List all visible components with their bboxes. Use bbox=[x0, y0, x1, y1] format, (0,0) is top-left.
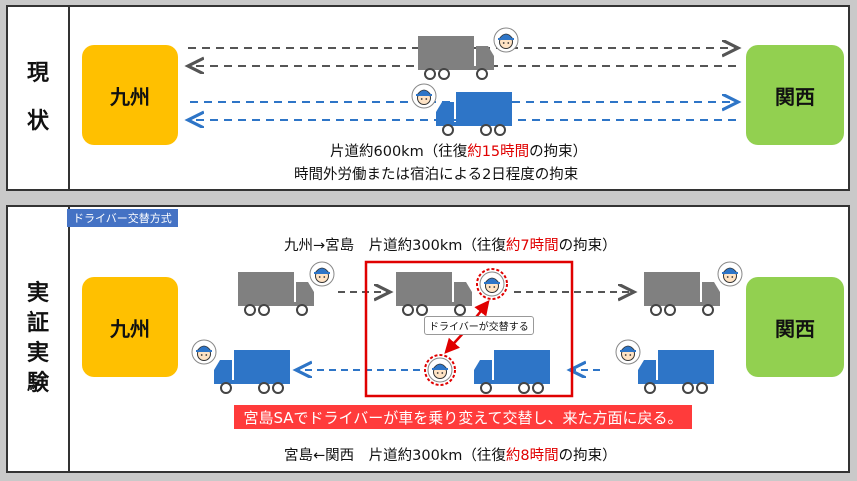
blue-truck-icon bbox=[213, 349, 291, 394]
swap-banner: 宮島SAでドライバーが車を乗り変えて交替し、来た方面に戻る。 bbox=[234, 405, 692, 429]
highlight-text: 約15時間 bbox=[467, 144, 530, 160]
text: 片道約600km（往復 bbox=[330, 144, 468, 160]
top-route-line2: 時間外労働または宿泊による2日程度の拘束 bbox=[294, 167, 579, 183]
text: の拘束） bbox=[558, 448, 617, 464]
side-char: 状 bbox=[26, 109, 49, 134]
swap-circle bbox=[424, 354, 456, 386]
swap-callout: ドライバーが交替する bbox=[424, 316, 534, 335]
kansai-label: 関西 bbox=[775, 316, 815, 341]
top-route-line1: 片道約600km（往復約15時間の拘束） bbox=[330, 140, 587, 161]
text: の拘束） bbox=[529, 144, 588, 160]
side-char: 証 bbox=[26, 311, 49, 336]
route-miyajima-kansai: 宮島←関西 片道約300km（往復約8時間の拘束） bbox=[284, 444, 617, 465]
text: 九州→宮島 片道約300km（往復 bbox=[284, 238, 506, 254]
driver-icon bbox=[411, 83, 437, 109]
driver-icon bbox=[191, 339, 217, 365]
route-kyushu-miyajima: 九州→宮島 片道約300km（往復約7時間の拘束） bbox=[284, 234, 617, 255]
kansai-box: 関西 bbox=[746, 45, 844, 145]
driver-icon bbox=[479, 271, 505, 297]
text: の拘束） bbox=[558, 238, 617, 254]
driver-icon bbox=[615, 339, 641, 365]
kansai-box: 関西 bbox=[746, 277, 844, 377]
experiment-label: 実 証 実 験 bbox=[8, 207, 70, 471]
blue-truck-icon bbox=[435, 91, 513, 136]
kyushu-label: 九州 bbox=[110, 84, 150, 109]
side-char: 実 bbox=[26, 341, 49, 366]
driver-icon bbox=[493, 27, 519, 53]
highlight-text: 約8時間 bbox=[505, 448, 559, 464]
driver-icon bbox=[717, 261, 743, 287]
driver-icon bbox=[427, 357, 453, 383]
swap-circle bbox=[476, 268, 508, 300]
kansai-label: 関西 bbox=[775, 84, 815, 109]
driver-icon bbox=[309, 261, 335, 287]
kyushu-label: 九州 bbox=[110, 316, 150, 341]
side-char: 験 bbox=[26, 371, 49, 396]
kyushu-box: 九州 bbox=[82, 277, 178, 377]
experiment-panel: 実 証 実 験 ドライバー交替方式 九州 関西 九州→宮島 片道約300km（往… bbox=[6, 205, 850, 473]
side-char: 現 bbox=[26, 61, 49, 86]
method-tag: ドライバー交替方式 bbox=[67, 209, 178, 227]
blue-truck-icon bbox=[637, 349, 715, 394]
highlight-text: 約7時間 bbox=[505, 238, 559, 254]
gray-truck-icon bbox=[395, 271, 473, 316]
kyushu-box: 九州 bbox=[82, 45, 178, 145]
gray-truck-icon bbox=[417, 35, 495, 80]
text: 宮島←関西 片道約300km（往復 bbox=[284, 448, 506, 464]
swap-zone-frame bbox=[364, 260, 574, 398]
blue-truck-icon bbox=[473, 349, 551, 394]
gray-truck-icon bbox=[643, 271, 721, 316]
current-state-label: 現 状 bbox=[8, 7, 70, 189]
side-char: 実 bbox=[26, 281, 49, 306]
gray-truck-icon bbox=[237, 271, 315, 316]
